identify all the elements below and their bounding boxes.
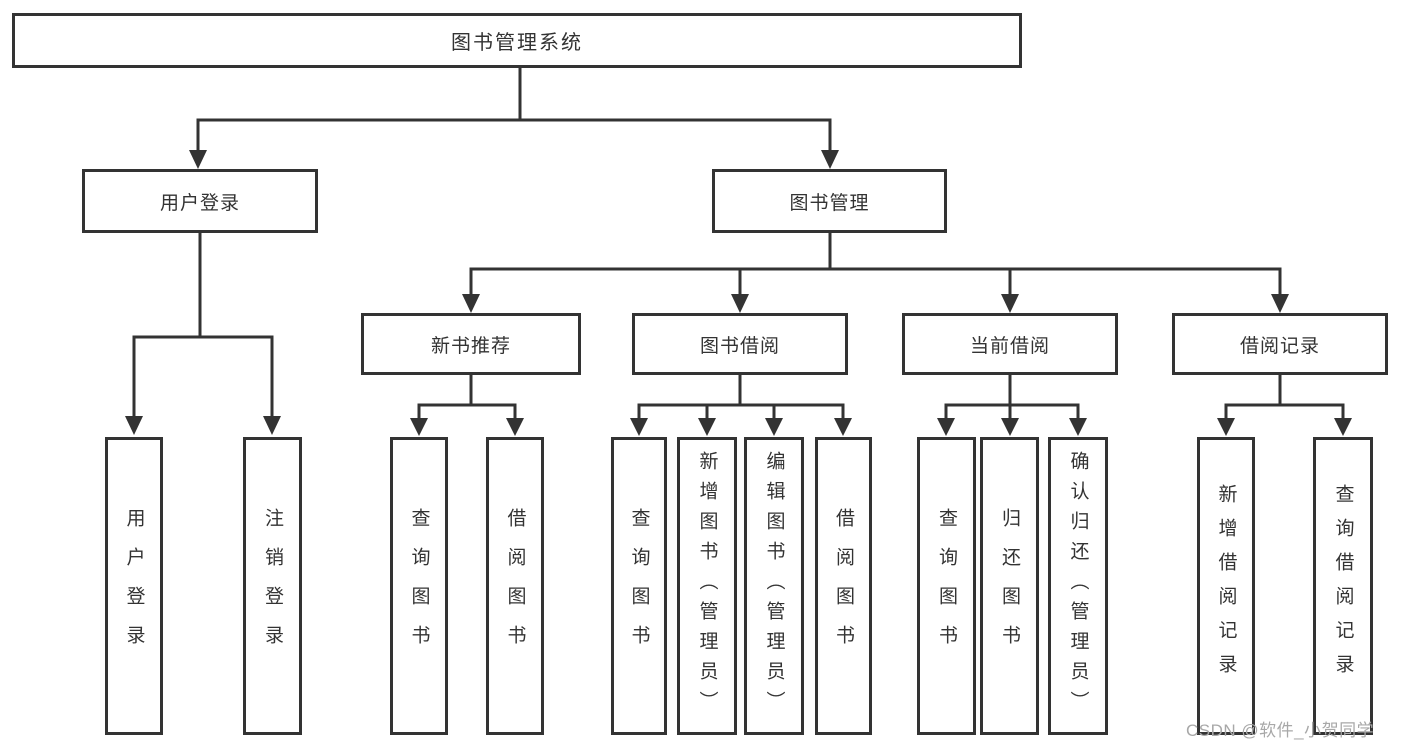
- node-confirm-return-admin: 确认归还（管理员）: [1048, 437, 1108, 735]
- node-query-borrowing-record: 查询借阅记录: [1313, 437, 1373, 735]
- csdn-watermark: CSDN @软件_小贺同学: [1186, 721, 1375, 740]
- connector-book-borrowing-children: [630, 375, 852, 436]
- node-edit-books-admin: 编辑图书（管理员）: [744, 437, 804, 735]
- node-add-borrowing-record: 新增借阅记录: [1197, 437, 1255, 735]
- connector-user-login-children: [125, 233, 281, 435]
- node-user-login-leaf: 用户登录: [105, 437, 163, 735]
- node-return-books: 归还图书: [980, 437, 1039, 735]
- node-new-book-recommendation: 新书推荐: [361, 313, 581, 375]
- node-current-borrowing: 当前借阅: [902, 313, 1118, 375]
- node-borrowing-records: 借阅记录: [1172, 313, 1388, 375]
- node-book-borrowing: 图书借阅: [632, 313, 848, 375]
- connector-book-management-children: [462, 233, 1289, 313]
- node-library-management-system: 图书管理系统: [12, 13, 1022, 68]
- connector-root-to-level1: [189, 68, 839, 169]
- node-book-management: 图书管理: [712, 169, 947, 233]
- node-recommend-query-books: 查询图书: [390, 437, 448, 735]
- connector-current-borrowing-children: [937, 375, 1087, 436]
- node-current-query-books: 查询图书: [917, 437, 976, 735]
- connector-borrowing-records-children: [1217, 375, 1352, 436]
- node-add-books-admin: 新增图书（管理员）: [677, 437, 737, 735]
- node-logout: 注销登录: [243, 437, 302, 735]
- node-borrow-books: 借阅图书: [815, 437, 872, 735]
- node-user-login: 用户登录: [82, 169, 318, 233]
- node-recommend-borrow-books: 借阅图书: [486, 437, 544, 735]
- node-borrowing-query-books: 查询图书: [611, 437, 667, 735]
- connector-new-book-recommendation-children: [410, 375, 524, 436]
